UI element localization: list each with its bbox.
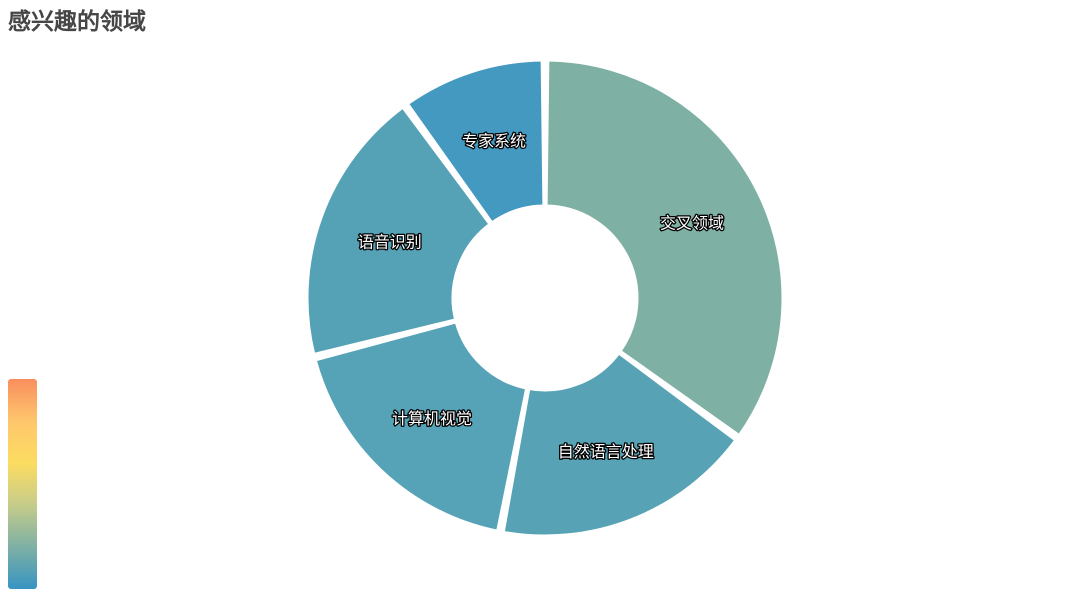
slice-label-5: 专家系统: [462, 132, 526, 151]
slice-group: [305, 58, 785, 538]
slice-label-4: 语音识别: [358, 233, 422, 252]
slice-label-2: 自然语言处理: [558, 442, 654, 461]
slice-1[interactable]: [544, 58, 785, 438]
chart-title: 感兴趣的领域: [8, 9, 146, 35]
slice-label-3: 计算机视觉: [392, 409, 472, 428]
visual-map-gradient[interactable]: [8, 379, 37, 589]
slice-label-1: 交叉领域: [660, 214, 724, 233]
slice-4[interactable]: [305, 105, 492, 356]
slice-2[interactable]: [501, 351, 738, 538]
slice-5[interactable]: [405, 58, 546, 225]
slice-3[interactable]: [313, 320, 529, 533]
